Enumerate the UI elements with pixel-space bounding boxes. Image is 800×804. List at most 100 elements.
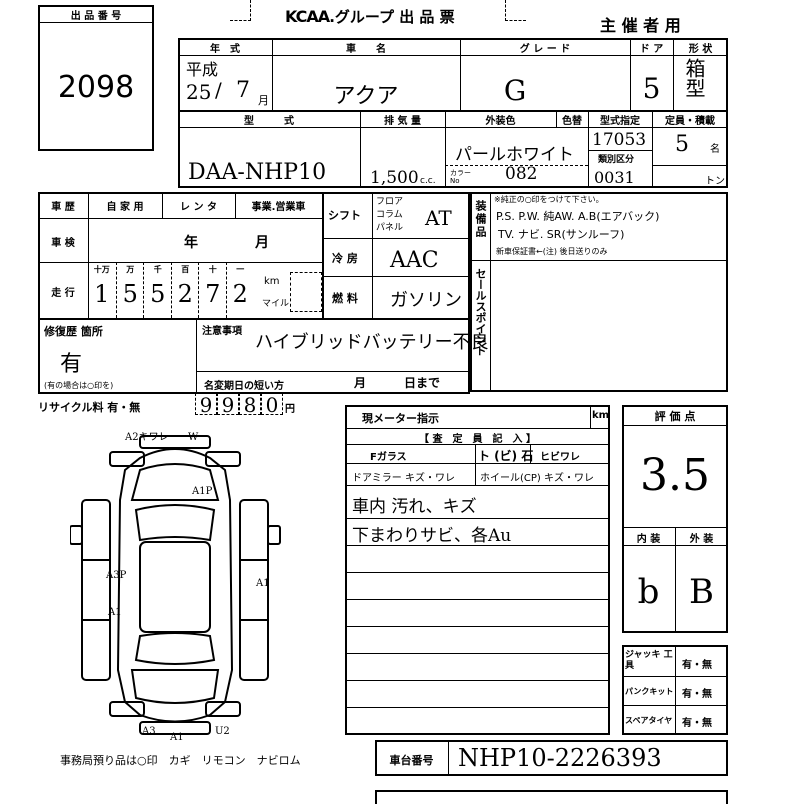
car-damage-diagram: A2キワレ W A1P A3P A1 A1 A3 A1 U2: [70, 432, 281, 740]
mileage-digit-label: 十: [208, 265, 217, 274]
mileage-digit-value: 2: [177, 280, 193, 308]
recycle-digit: 0: [261, 393, 283, 416]
inspection-year-unit: 年: [184, 235, 198, 251]
grade-label: グ レ ー ド: [519, 44, 571, 55]
tool-spare-tire-value: 有・無: [682, 718, 712, 729]
exterior-label: 外 装: [689, 534, 714, 545]
category-value: 0031: [594, 168, 635, 187]
repair-history-note: (有の場合は○印を): [44, 381, 114, 390]
equipment-line-2: TV. ナビ. SR(サンルーフ): [498, 228, 625, 241]
car-name-value: アクア: [333, 84, 399, 109]
name-change-deadline-label: 名変期日の短い方: [204, 381, 284, 392]
mileage-digit-value: 7: [205, 280, 221, 308]
meter-reading-label: 現メーター指示: [362, 412, 439, 425]
exterior-color-value: パールホワイト: [455, 145, 574, 165]
model-value: DAA-NHP10: [188, 160, 327, 185]
shift-option-panel: パネル: [376, 223, 404, 233]
inspector-section: [345, 405, 610, 735]
brand-logo: KCAA: [285, 7, 330, 26]
mileage-digit-value: 5: [122, 280, 138, 308]
year-number: 25: [186, 80, 212, 104]
year-label: 年 式: [210, 44, 240, 55]
sales-points-label: セールスポイント: [474, 268, 487, 356]
equipment-label: 装備品: [474, 200, 487, 239]
mileage-digit-value: 1: [94, 280, 110, 308]
equipment-line-1: P.S. P.W. 純AW. A.B(エアバック): [496, 210, 660, 223]
ac-value: AAC: [390, 248, 439, 273]
meter-km-unit: km: [592, 410, 610, 421]
body-shape-value: 箱型: [682, 58, 706, 98]
recycle-label: リサイクル料 有・無: [38, 401, 141, 414]
color-change-label: 色替: [562, 116, 582, 127]
annotation-rear-left: A3: [141, 726, 156, 737]
body-shape-label: 形 状: [688, 44, 713, 55]
exterior-score-value: B: [689, 572, 714, 612]
displacement-label: 排 気 量: [384, 116, 421, 127]
wheel-front-left: [109, 451, 145, 467]
vehicle-spec-table: [178, 38, 728, 188]
fuel-label: 燃 料: [332, 292, 358, 305]
annotation-left-front-door: A3P: [105, 570, 127, 581]
equipment-line-3: 新車保証書←(注) 後日送りのみ: [496, 247, 608, 256]
fuel-value: ガソリン: [390, 290, 462, 311]
color-code-value: 082: [505, 164, 538, 184]
doors-value: 5: [642, 72, 661, 105]
repair-history-label: 修復歴 箇所: [44, 325, 103, 338]
mileage-label: 走 行: [51, 288, 75, 299]
score-label: 評 価 点: [654, 410, 696, 423]
inspection-month-unit: 月: [255, 235, 269, 251]
annotation-rear-center: A1: [169, 732, 184, 740]
interior-label: 内 装: [636, 534, 661, 545]
year-era: 平成: [186, 60, 219, 79]
annotation-rear-right: U2: [215, 726, 230, 737]
ton-unit: トン: [705, 176, 725, 187]
front-glass-options: ト (ビ) 石: [478, 449, 534, 463]
inspector-note-line-2: 下まわりサビ、各Au: [352, 526, 512, 546]
inspection-label: 車 検: [51, 238, 75, 249]
capacity-value: 5: [675, 132, 689, 157]
mileage-digit-label: 一: [236, 265, 245, 274]
month-number: 7: [236, 78, 250, 103]
model-designation-label: 型式指定: [600, 116, 640, 127]
glass-crack-label: ヒビワレ: [540, 452, 580, 463]
front-glass-label: Fガラス: [370, 452, 407, 463]
mileage-digit-label: 万: [126, 265, 135, 274]
history-option-business: 事業.営業車: [251, 202, 306, 213]
km-unit: km: [264, 276, 280, 287]
exterior-color-label: 外装色: [485, 116, 516, 127]
mileage-digit-label: 千: [153, 265, 162, 274]
ac-label: 冷 房: [332, 252, 358, 265]
mileage-digit-value: 2: [232, 280, 248, 308]
shift-label: シフト: [328, 209, 361, 222]
equipment-section: [470, 192, 728, 392]
year-separator: /: [215, 78, 222, 102]
cc-unit: c.c.: [420, 176, 436, 186]
capacity-unit: 名: [710, 144, 720, 155]
history-option-private: 自 家 用: [106, 202, 144, 213]
deadline-day-unit: 日まで: [404, 376, 441, 390]
recycle-digit: 8: [239, 393, 261, 416]
recycle-unit: 円: [285, 404, 295, 415]
capacity-label: 定員・積載: [665, 116, 715, 127]
car-body-outline: [116, 448, 234, 723]
caution-label: 注意事項: [202, 326, 242, 337]
recycle-digit: 9: [217, 393, 239, 416]
deadline-month-unit: 月: [354, 376, 367, 390]
tool-jack-label: ジャッキ 工 具: [625, 650, 673, 671]
chassis-number-value: NHP10-2226393: [458, 744, 662, 772]
interior-score-value: b: [637, 572, 660, 612]
tool-jack-value: 有・無: [682, 660, 712, 671]
model-label: 型 式: [244, 116, 294, 127]
history-option-rental: レ ン タ: [180, 202, 217, 213]
tool-puncture-kit-value: 有・無: [682, 689, 712, 700]
month-unit: 月: [258, 94, 269, 107]
wheel-rear-right: [205, 701, 241, 717]
office-items-label: 事務局預り品は○印 カギ リモコン ナビロム: [60, 754, 301, 767]
model-designation-value: 17053: [592, 130, 647, 150]
wheel-label: ホイール(CP) キズ・ワレ: [480, 473, 594, 484]
